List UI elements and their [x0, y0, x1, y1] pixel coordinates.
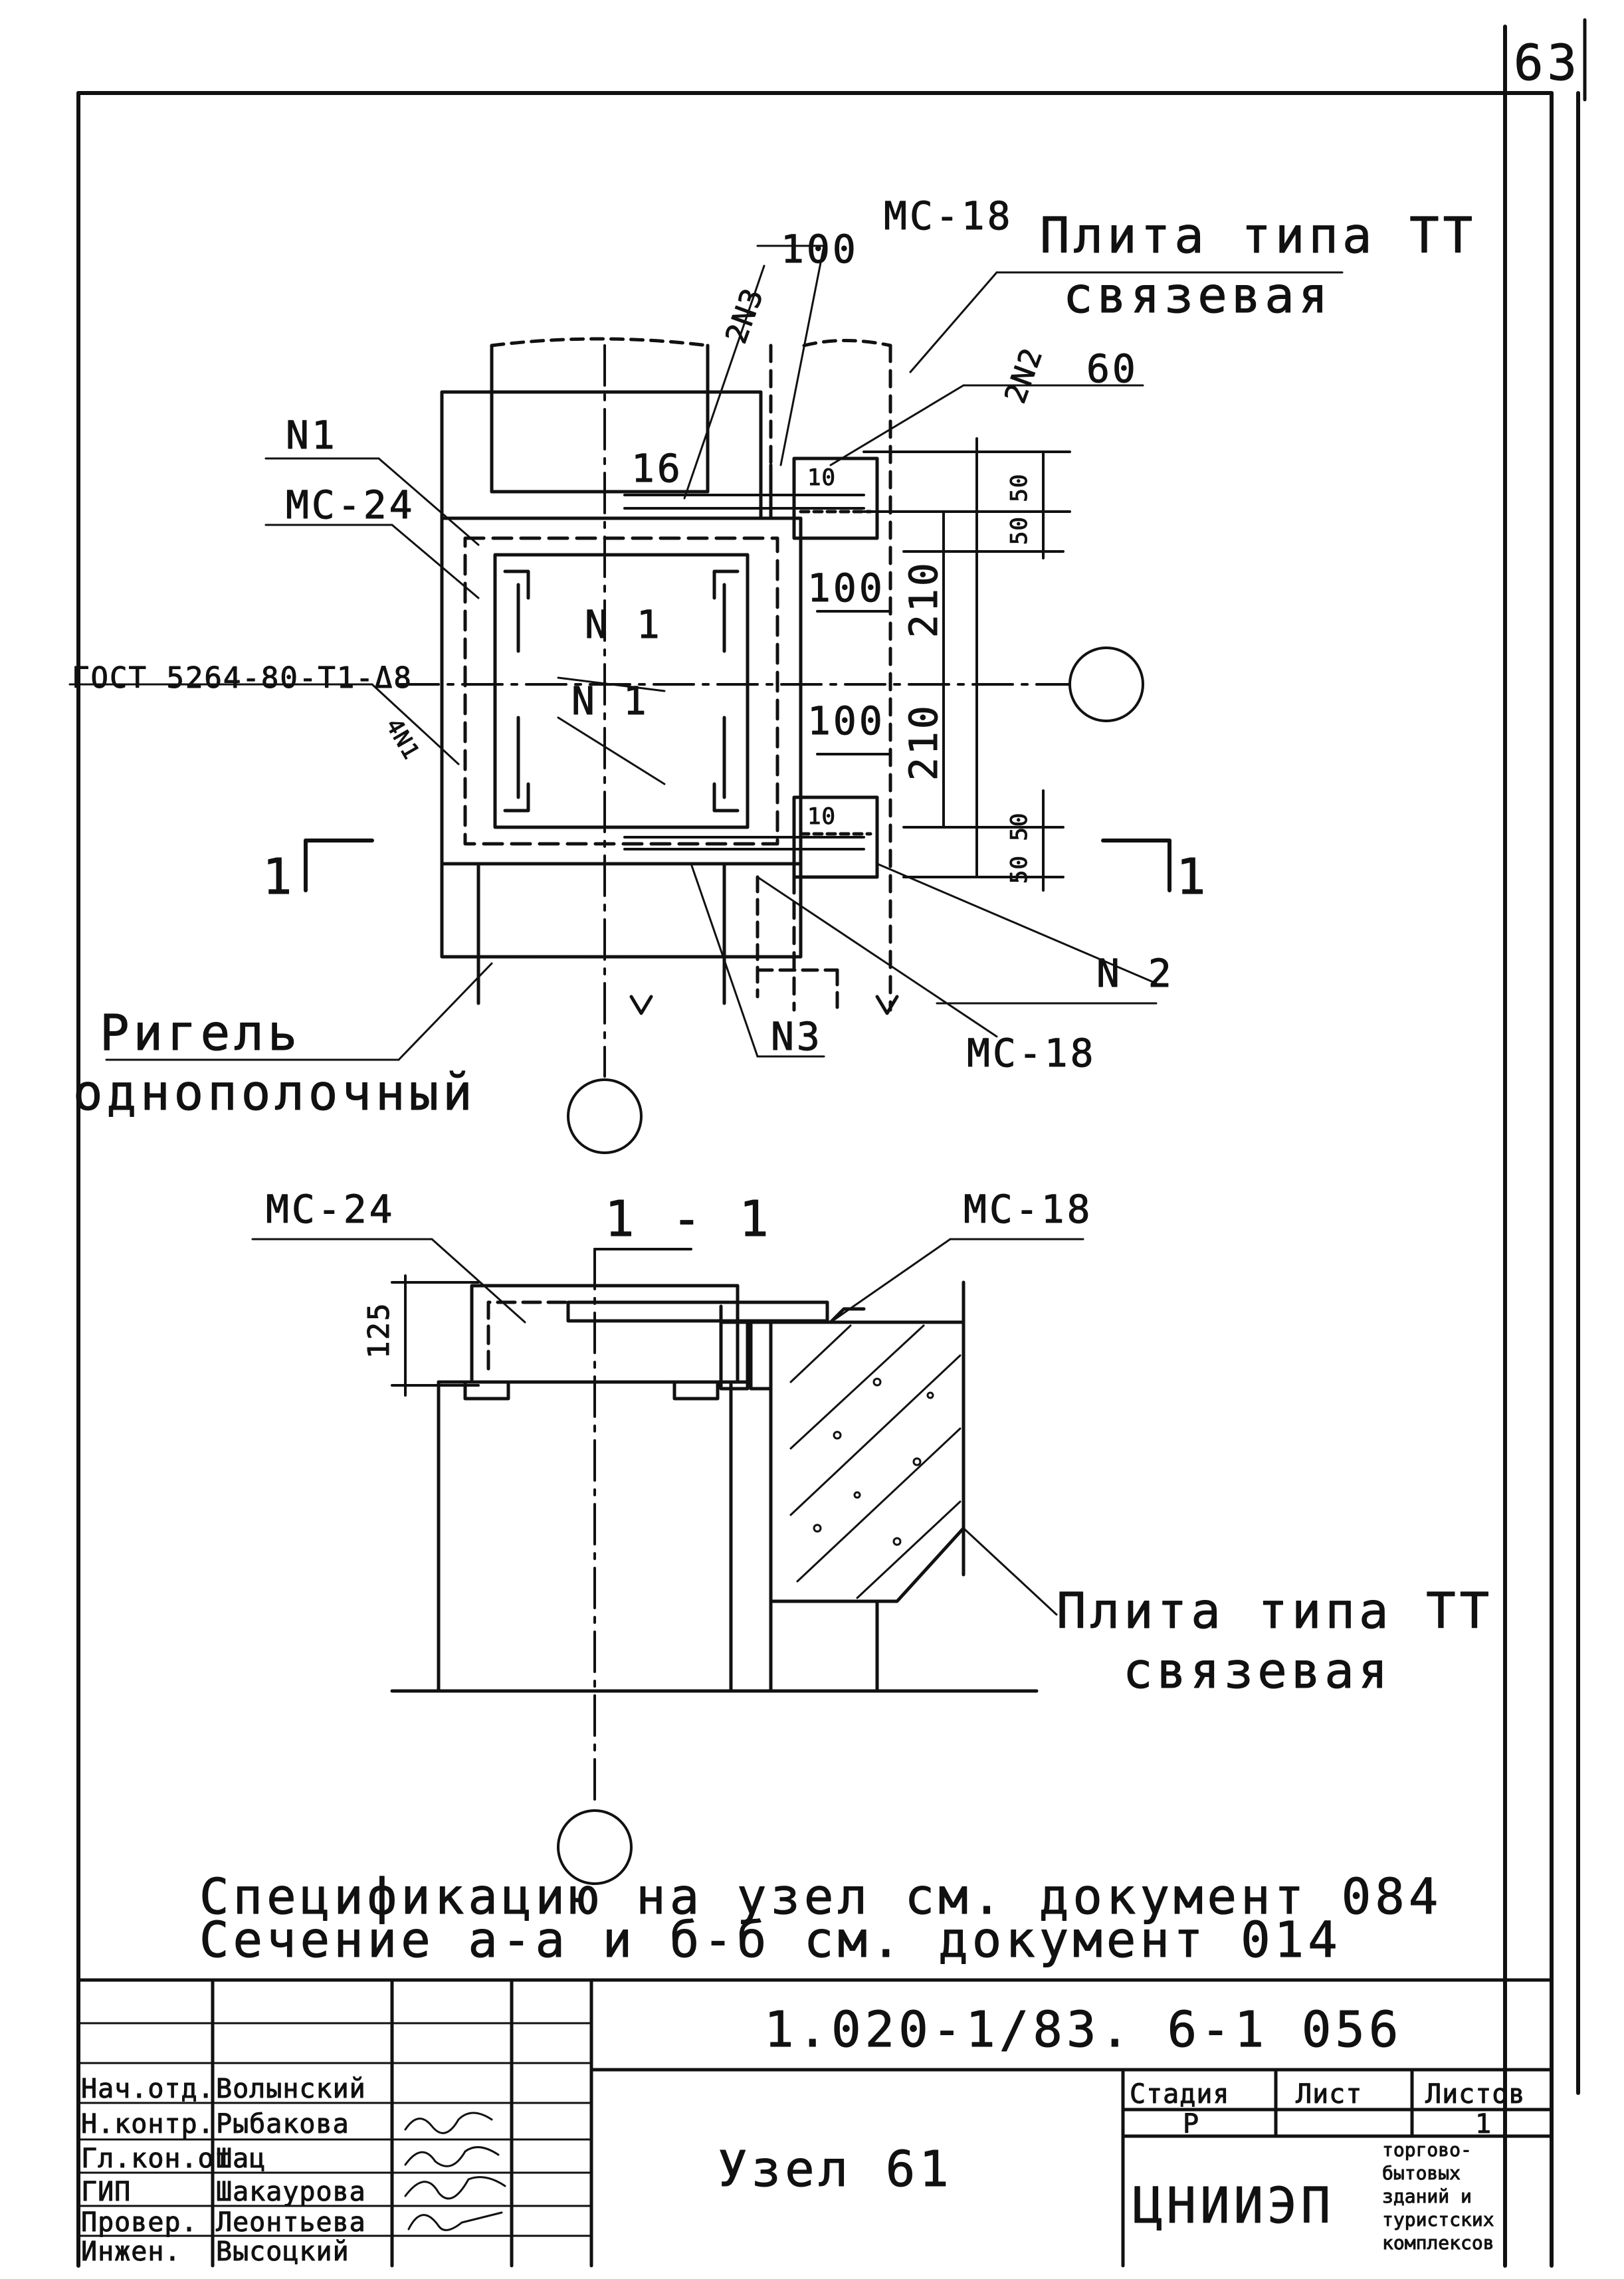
role-2: Н.контр.	[81, 2109, 215, 2139]
label-dim-16: 16	[631, 446, 683, 491]
note-sections: Сечение а-а и б-б см. документ 014	[199, 1912, 1342, 1969]
drawing-name: Узел 61	[718, 2141, 953, 2198]
label-n3-bottom: N3	[771, 1014, 823, 1059]
name-5: Леонтьева	[216, 2207, 366, 2238]
role-1: Нач.отд.	[81, 2074, 215, 2104]
label-dim-10-top: 10	[807, 464, 836, 491]
cut-label-right: 1	[1176, 848, 1210, 906]
label-gost: ГОСТ 5264-80-Т1-Δ8	[72, 661, 413, 695]
break-marks	[629, 995, 899, 1015]
section-1-1: 1 - 1	[251, 1187, 1493, 1885]
section-geometry	[390, 1280, 1039, 1693]
sheets-value: 1	[1475, 2109, 1492, 2139]
role-4: ГИП	[81, 2177, 131, 2207]
notes: Спецификацию на узел см. документ 084 Се…	[199, 1868, 1442, 1969]
plate-tt-plan	[769, 339, 892, 1012]
sheet-frame	[76, 25, 1580, 2268]
section-title: 1 - 1	[605, 1191, 773, 1248]
axis-marker-bottom	[567, 1078, 643, 1154]
label-dim-100-mid: 100	[807, 565, 885, 611]
label-dim-100-top: 100	[781, 227, 859, 272]
role-5: Провер.	[81, 2207, 198, 2238]
label-dim-210-top: 210	[901, 560, 946, 638]
stage-label: Стадия	[1130, 2079, 1230, 2110]
label-plate-title: Плита типа ТТ	[1040, 207, 1476, 264]
label-beam-sub: однополочный	[73, 1064, 476, 1122]
label-n1-center-a: N 1	[585, 602, 662, 647]
org-name: ЦНИИЭП	[1133, 2177, 1334, 2234]
org-desc-5: комплексов	[1382, 2232, 1494, 2254]
note-specification: Спецификацию на узел см. документ 084	[199, 1868, 1442, 1926]
label-2n3: 2N3	[719, 283, 770, 348]
leader-lines	[68, 245, 1344, 1061]
connection-plates	[623, 456, 879, 879]
label-mc18-bottom: МС-18	[967, 1031, 1096, 1076]
label-dim-100-low: 100	[807, 698, 885, 743]
section-label-plate-sub: связевая	[1123, 1642, 1391, 1700]
sheet-number-box: 63	[1503, 18, 1587, 102]
label-n1-left: N1	[286, 413, 338, 458]
role-3: Гл.кон.от	[81, 2143, 231, 2174]
name-4: Шакаурова	[216, 2177, 366, 2207]
label-plate-sub: связевая	[1063, 267, 1332, 324]
label-dim-50-top: 50 50	[1006, 474, 1033, 545]
role-6: Инжен.	[81, 2236, 181, 2267]
name-6: Высоцкий	[216, 2236, 350, 2267]
section-label-mc18: МС-18	[964, 1187, 1093, 1232]
cut-label-left: 1	[262, 848, 296, 906]
label-beam-title: Ригель	[100, 1005, 301, 1062]
org-desc-3: зданий и	[1382, 2185, 1472, 2207]
section-label-plate-title: Плита типа ТТ	[1057, 1583, 1493, 1640]
title-block: 1.020-1/83. 6-1 056 Узел 61 Нач.отд. Вол…	[76, 1978, 1554, 2268]
title-block-grid	[76, 1978, 1554, 2268]
name-1: Волынский	[216, 2074, 366, 2104]
stage-value: Р	[1183, 2109, 1199, 2139]
name-2: Рыбакова	[216, 2109, 350, 2139]
title-block-rows	[77, 2022, 593, 2237]
signatures	[404, 2112, 506, 2231]
axes	[397, 344, 1144, 1154]
org-desc-2: бытовых	[1382, 2162, 1461, 2184]
section-axis	[557, 1248, 692, 1885]
org-desc-1: торгово-	[1382, 2139, 1472, 2161]
label-2n2: 2N2	[998, 343, 1049, 408]
label-dim-50-bot: 50 50	[1006, 813, 1033, 884]
label-n2-right: N 2	[1096, 951, 1174, 996]
name-3: Шац	[216, 2143, 266, 2174]
upper-column	[440, 337, 763, 520]
label-mc18-top: МС-18	[884, 193, 1013, 239]
plan-view: МС-18 100 2N3 Плита типа ТТ связевая 2N2…	[68, 193, 1476, 1154]
org-desc-4: туристских	[1382, 2209, 1494, 2230]
plate-hatching	[789, 1324, 962, 1599]
sheet-number: 63	[1514, 35, 1581, 92]
cut-markers	[304, 839, 1171, 892]
label-dim-60: 60	[1086, 346, 1138, 391]
lower-beam	[440, 862, 839, 1012]
section-leaders	[251, 1238, 1084, 1616]
section-label-mc24: МС-24	[266, 1187, 395, 1232]
sheets-label: Листов	[1425, 2079, 1526, 2110]
section-label-125: 125	[362, 1302, 396, 1359]
dimension-125	[391, 1274, 480, 1397]
doc-code: 1.020-1/83. 6-1 056	[764, 2001, 1402, 2058]
dimension-lines	[816, 437, 1071, 892]
label-n1-center-b: N 1	[571, 678, 649, 724]
label-dim-10-bot: 10	[807, 803, 836, 830]
label-dim-210-bot: 210	[901, 703, 946, 781]
label-4n1: 4N1	[380, 714, 425, 765]
axis-marker-right	[1068, 646, 1144, 722]
sheet-label: Лист	[1296, 2079, 1362, 2110]
label-mc24-left: МС-24	[286, 482, 415, 528]
axis-marker-section	[557, 1809, 633, 1885]
